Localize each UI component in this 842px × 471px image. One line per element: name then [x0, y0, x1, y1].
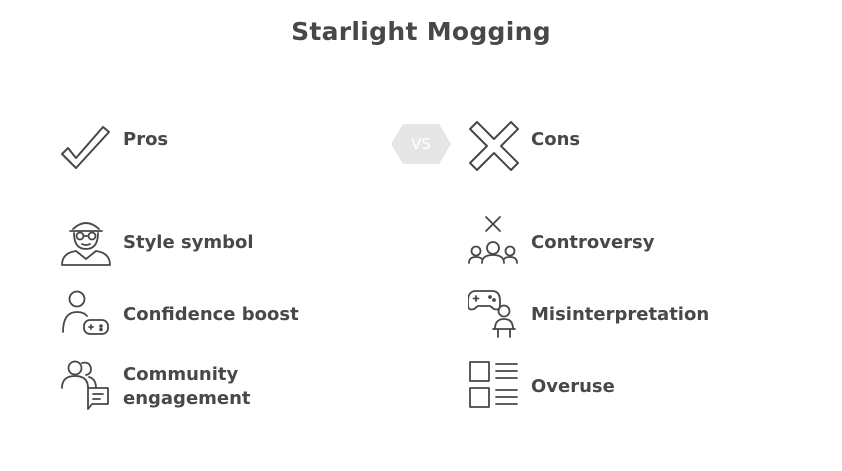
- gamepad-person-icon: [468, 289, 520, 339]
- group-with-x-icon: [468, 215, 520, 267]
- community-chat-icon: [60, 360, 112, 412]
- pros-item-community-engagement: Community engagement: [123, 363, 251, 411]
- cons-item-overuse: Overuse: [531, 376, 615, 397]
- person-with-hat-icon: [60, 217, 112, 267]
- list-grid-icon: [469, 361, 521, 411]
- cons-heading: Cons: [531, 129, 581, 150]
- vs-label: VS: [411, 135, 431, 153]
- cons-item-controversy: Controversy: [531, 232, 655, 253]
- pros-item-community-engagement-line2: engagement: [123, 388, 251, 409]
- person-with-gamepad-icon: [60, 290, 112, 338]
- checkmark-icon: [60, 126, 112, 172]
- cons-item-misinterpretation: Misinterpretation: [531, 304, 710, 325]
- page-title: Starlight Mogging: [291, 17, 551, 46]
- vs-badge: VS: [391, 124, 451, 164]
- pros-heading: Pros: [123, 129, 169, 150]
- pros-item-community-engagement-line1: Community: [123, 364, 239, 385]
- pros-item-confidence-boost: Confidence boost: [123, 304, 299, 325]
- pros-item-style-symbol: Style symbol: [123, 232, 254, 253]
- cross-icon: [469, 121, 519, 171]
